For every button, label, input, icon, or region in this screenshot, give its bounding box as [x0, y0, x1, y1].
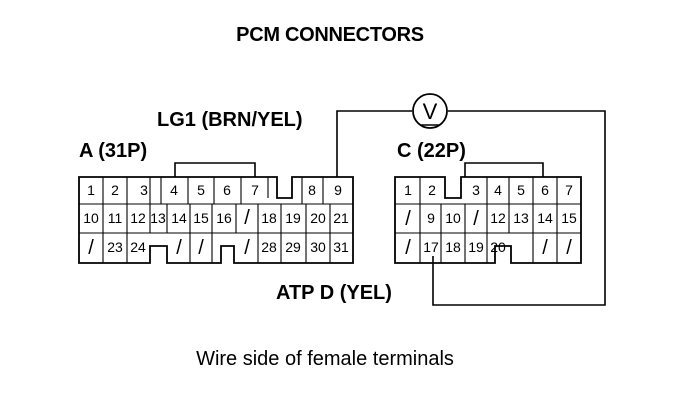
terminal-c-blank-8: / — [405, 208, 411, 230]
terminal-a-4: 4 — [170, 182, 178, 198]
terminal-c-10: 10 — [445, 210, 461, 226]
terminal-a-23: 23 — [107, 239, 123, 255]
terminal-a-10: 10 — [83, 210, 99, 226]
terminal-a-3: 3 — [140, 182, 148, 198]
terminal-a-2: 2 — [111, 182, 119, 198]
terminal-c-blank-21: / — [542, 237, 548, 259]
connector-c-housing — [394, 176, 582, 264]
connector-c-terminals: 1 2 3 4 5 6 7 / 9 10 / 12 13 14 15 / 17 … — [404, 182, 577, 259]
connector-c-grid-lines — [395, 177, 581, 263]
connector-a-housing — [78, 176, 354, 264]
terminal-c-blank-22: / — [566, 237, 572, 259]
terminal-a-24: 24 — [130, 239, 146, 255]
terminal-c-7: 7 — [565, 182, 573, 198]
connector-c: 1 2 3 4 5 6 7 / 9 10 / 12 13 14 15 / 17 … — [394, 162, 582, 264]
terminal-c-6: 6 — [541, 182, 549, 198]
terminal-c-12: 12 — [490, 210, 506, 226]
terminal-a-20: 20 — [310, 210, 326, 226]
terminal-a-19: 19 — [285, 210, 301, 226]
connector-a-lock-bracket — [174, 162, 256, 177]
terminal-c-17: 17 — [423, 239, 439, 255]
diagram-title: PCM CONNECTORS — [236, 24, 424, 46]
terminal-c-9: 9 — [427, 210, 435, 226]
terminal-a-blank-27: / — [244, 237, 250, 259]
wire-label-lg1: LG1 (BRN/YEL) — [157, 109, 303, 131]
connector-a-label: A (31P) — [79, 140, 148, 162]
connector-a-terminals: 1 2 3 4 5 6 7 8 9 10 11 12 13 14 15 16 /… — [83, 182, 349, 259]
terminal-c-3: 3 — [472, 182, 480, 198]
terminal-a-28: 28 — [261, 239, 277, 255]
diagram-caption: Wire side of female terminals — [196, 348, 454, 370]
terminal-c-2: 2 — [428, 182, 436, 198]
connector-a: 1 2 3 4 5 6 7 8 9 10 11 12 13 14 15 16 /… — [78, 162, 354, 264]
terminal-c-18: 18 — [445, 239, 461, 255]
terminal-a-29: 29 — [285, 239, 301, 255]
terminal-a-blank-17: / — [244, 207, 250, 229]
svg-text:V: V — [423, 99, 438, 124]
terminal-a-blank-22: / — [88, 237, 94, 259]
terminal-c-blank-16: / — [405, 237, 411, 259]
terminal-a-15: 15 — [193, 210, 209, 226]
connector-c-label: C (22P) — [397, 140, 466, 162]
voltmeter-symbol: V — [412, 93, 448, 129]
terminal-a-12: 12 — [130, 210, 146, 226]
terminal-c-15: 15 — [561, 210, 577, 226]
terminal-c-1: 1 — [404, 182, 412, 198]
wire-label-atp-d: ATP D (YEL) — [276, 282, 392, 304]
connector-c-lock-bracket — [464, 162, 544, 177]
voltmeter-wiring — [336, 110, 606, 306]
terminal-a-blank-25: / — [176, 237, 182, 259]
terminal-a-11: 11 — [108, 210, 123, 226]
terminal-a-14: 14 — [171, 210, 187, 226]
terminal-a-6: 6 — [223, 182, 231, 198]
terminal-a-18: 18 — [261, 210, 277, 226]
terminal-c-20: 20 — [490, 239, 506, 255]
terminal-a-9: 9 — [334, 182, 342, 198]
terminal-c-blank-11: / — [473, 208, 479, 230]
terminal-a-1: 1 — [87, 182, 95, 198]
terminal-a-31: 31 — [333, 239, 349, 255]
terminal-c-19: 19 — [468, 239, 484, 255]
terminal-a-30: 30 — [310, 239, 326, 255]
terminal-c-5: 5 — [517, 182, 525, 198]
terminal-a-16: 16 — [216, 210, 232, 226]
terminal-a-8: 8 — [308, 182, 316, 198]
terminal-a-13: 13 — [150, 210, 166, 226]
terminal-c-13: 13 — [513, 210, 529, 226]
terminal-c-14: 14 — [537, 210, 553, 226]
connector-a-grid-lines — [79, 177, 353, 263]
terminal-a-5: 5 — [197, 182, 205, 198]
terminal-a-21: 21 — [333, 210, 349, 226]
terminal-a-blank-26: / — [198, 237, 204, 259]
terminal-a-7: 7 — [251, 182, 259, 198]
terminal-c-4: 4 — [494, 182, 502, 198]
